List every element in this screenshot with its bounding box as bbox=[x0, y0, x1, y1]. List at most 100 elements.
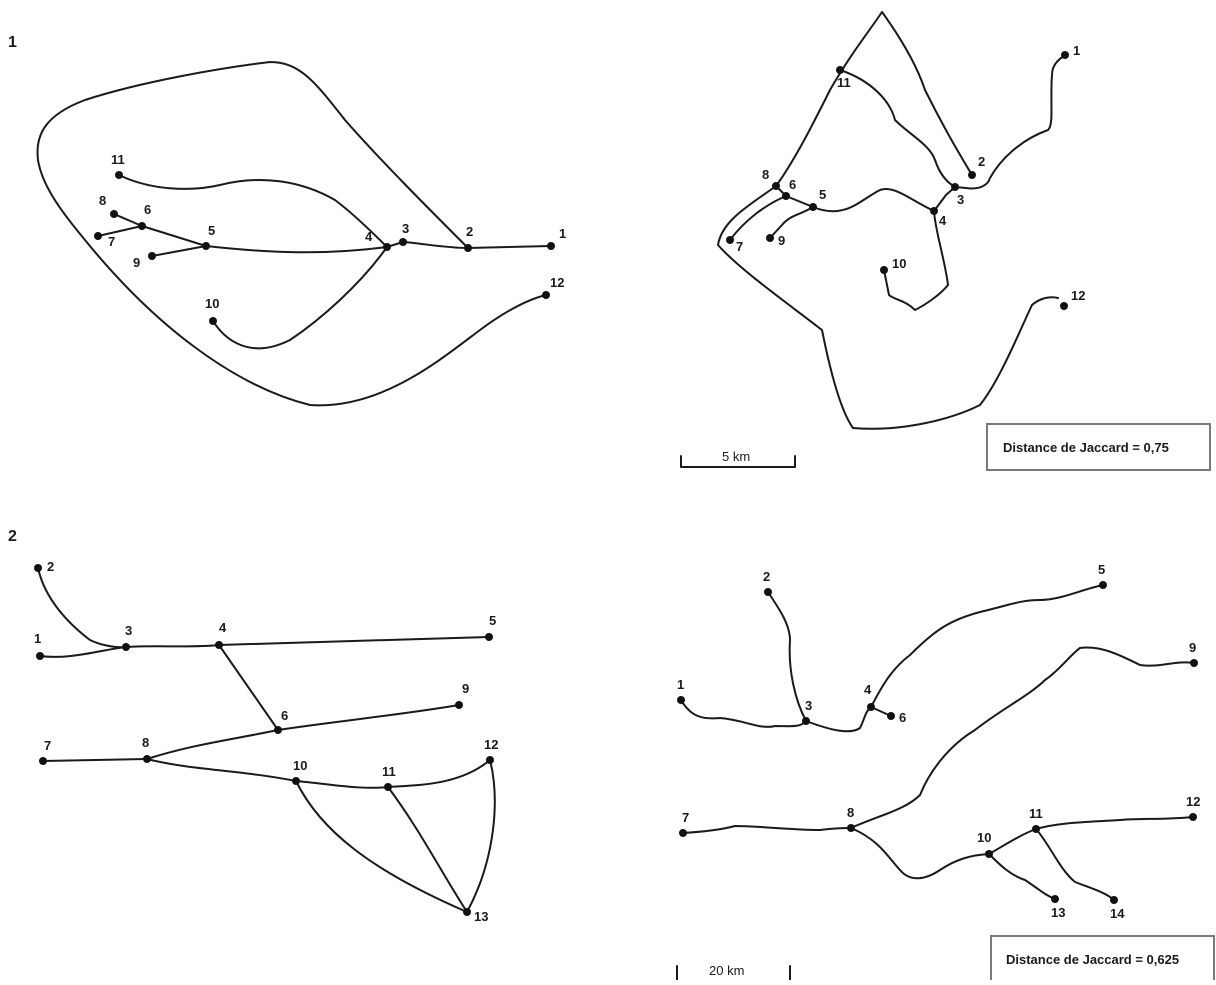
p1-left-node-label-7: 7 bbox=[108, 234, 115, 249]
p1-left-node-label-8: 8 bbox=[99, 193, 106, 208]
jaccard-label-1: Distance de Jaccard = 0,75 bbox=[1003, 440, 1169, 455]
p2-right-node-label-6: 6 bbox=[899, 710, 906, 725]
p2-right-node-4 bbox=[867, 703, 875, 711]
p1-right-node-label-3: 3 bbox=[957, 192, 964, 207]
p2-right-node-11 bbox=[1032, 825, 1040, 833]
edge-8-10 bbox=[146, 758, 297, 782]
p1-left-node-5 bbox=[202, 242, 210, 250]
p1-right-node-label-5: 5 bbox=[819, 187, 826, 202]
p1-right-node-label-12: 12 bbox=[1071, 288, 1085, 303]
p1-left-node-9 bbox=[148, 252, 156, 260]
edge-3-4 bbox=[933, 186, 956, 212]
panel-1-left-network bbox=[36, 61, 552, 407]
scale-bar-20km: 20 km bbox=[676, 963, 791, 981]
p2-left-node-label-13: 13 bbox=[474, 909, 488, 924]
p2-right-node-label-12: 12 bbox=[1186, 794, 1200, 809]
edge-2-outer-loop bbox=[36, 61, 547, 407]
panel-2-left-network bbox=[37, 567, 496, 913]
edge-6-7 bbox=[729, 195, 787, 241]
edge-4-10 bbox=[883, 210, 949, 311]
edge-10-11 bbox=[295, 780, 389, 789]
p2-left-node-label-9: 9 bbox=[462, 681, 469, 696]
p1-right-node-label-8: 8 bbox=[762, 167, 769, 182]
p1-right-node-label-1: 1 bbox=[1073, 43, 1080, 58]
edge-6-7 bbox=[97, 225, 143, 237]
edge-11-14 bbox=[1035, 828, 1115, 901]
edge-2-3 bbox=[402, 241, 469, 249]
p2-right-node-label-9: 9 bbox=[1189, 640, 1196, 655]
edge-6-8 bbox=[146, 729, 279, 760]
p1-left-node-3 bbox=[399, 238, 407, 246]
edge-7-8 bbox=[682, 825, 852, 834]
p2-right-node-7 bbox=[679, 829, 687, 837]
p1-right-node-8 bbox=[772, 182, 780, 190]
edge-8-10 bbox=[850, 827, 990, 880]
p1-right-node-label-2: 2 bbox=[978, 154, 985, 169]
p1-right-node-4 bbox=[930, 207, 938, 215]
edge-2-3 bbox=[767, 591, 807, 722]
edge-11-13 bbox=[387, 786, 468, 913]
scale-label-5km: 5 km bbox=[722, 449, 750, 464]
edge-4-6 bbox=[218, 644, 279, 731]
edge-5-9 bbox=[769, 206, 814, 239]
p1-left-node-label-9: 9 bbox=[133, 255, 140, 270]
p2-left-node-label-3: 3 bbox=[125, 623, 132, 638]
edge-4-5 bbox=[218, 636, 490, 646]
p2-left-node-label-2: 2 bbox=[47, 559, 54, 574]
edge-4-10 bbox=[212, 246, 388, 350]
p1-left-node-label-5: 5 bbox=[208, 223, 215, 238]
p1-right-node-2 bbox=[968, 171, 976, 179]
p2-right-node-label-3: 3 bbox=[805, 698, 812, 713]
p1-right-node-6 bbox=[782, 192, 790, 200]
p1-right-node-1 bbox=[1061, 51, 1069, 59]
p2-right-node-2 bbox=[764, 588, 772, 596]
p1-right-node-5 bbox=[809, 203, 817, 211]
p2-left-node-4 bbox=[215, 641, 223, 649]
p1-right-node-9 bbox=[766, 234, 774, 242]
p2-right-node-12 bbox=[1189, 813, 1197, 821]
edge-11-4 bbox=[118, 174, 388, 248]
panel-2-number: 2 bbox=[8, 528, 17, 545]
p1-left-node-1 bbox=[547, 242, 555, 250]
edge-outer-12 bbox=[775, 11, 973, 187]
p1-left-node-label-2: 2 bbox=[466, 224, 473, 239]
edge-1-3 bbox=[39, 646, 127, 658]
p2-left-node-label-11: 11 bbox=[382, 764, 396, 779]
edge-10-13 bbox=[295, 780, 468, 913]
edge-4-5 bbox=[812, 188, 935, 213]
p2-right-node-label-10: 10 bbox=[977, 830, 991, 845]
p2-right-node-label-2: 2 bbox=[763, 569, 770, 584]
edge-11-3 bbox=[839, 69, 956, 188]
p1-right-node-10 bbox=[880, 266, 888, 274]
p2-right-node-label-1: 1 bbox=[677, 677, 684, 692]
p2-left-node-label-1: 1 bbox=[34, 631, 41, 646]
scale-label-20km: 20 km bbox=[709, 963, 744, 978]
p1-right-node-label-4: 4 bbox=[939, 213, 947, 228]
p2-left-node-5 bbox=[485, 633, 493, 641]
edge-5-6 bbox=[141, 225, 207, 247]
p1-left-node-11 bbox=[115, 171, 123, 179]
p2-left-node-11 bbox=[384, 783, 392, 791]
p1-right-node-label-11: 11 bbox=[837, 75, 851, 90]
p2-right-node-label-4: 4 bbox=[864, 682, 872, 697]
p2-left-node-8 bbox=[143, 755, 151, 763]
p1-right-node-label-7: 7 bbox=[736, 239, 743, 254]
p2-left-node-label-8: 8 bbox=[142, 735, 149, 750]
p1-left-node-label-10: 10 bbox=[205, 296, 219, 311]
edge-1-2 bbox=[467, 245, 552, 249]
p1-left-node-4 bbox=[383, 243, 391, 251]
p2-right-node-label-8: 8 bbox=[847, 805, 854, 820]
p2-right-node-3 bbox=[802, 717, 810, 725]
p2-right-node-label-11: 11 bbox=[1029, 806, 1043, 821]
p1-left-node-2 bbox=[464, 244, 472, 252]
p2-left-node-12 bbox=[486, 756, 494, 764]
p1-left-node-label-12: 12 bbox=[550, 275, 564, 290]
edge-12-13 bbox=[466, 759, 496, 913]
p1-left-node-label-1: 1 bbox=[559, 226, 566, 241]
p2-left-node-label-12: 12 bbox=[484, 737, 498, 752]
edge-4-5 bbox=[870, 584, 1104, 708]
p1-left-node-label-11: 11 bbox=[111, 152, 125, 167]
